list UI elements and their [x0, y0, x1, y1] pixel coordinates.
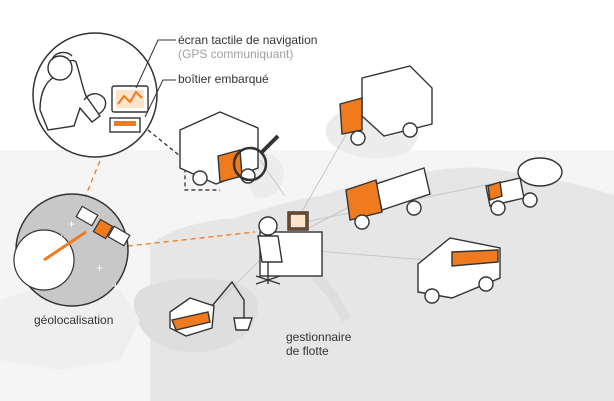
link-dashed: [147, 129, 220, 191]
dump-truck-icon: [345, 167, 431, 230]
magnifier-icon: [232, 134, 280, 182]
pointer-touchscreen: [135, 39, 176, 89]
italy: [312, 272, 350, 322]
navigation-touchscreen-icon: [111, 85, 149, 113]
svg-text:+: +: [68, 217, 75, 231]
delivery-van-icon: [417, 237, 501, 304]
driver-icon: [39, 51, 107, 131]
concrete-mixer-truck-icon: [485, 157, 563, 216]
driver-vignette: [32, 32, 158, 158]
excavator-icon: [169, 280, 253, 337]
svg-text:+: +: [112, 279, 119, 293]
onboard-unit-label: boîtier embarqué: [178, 72, 269, 86]
atlantic-coast: [0, 280, 140, 370]
fleet-manager-icon: [255, 211, 323, 285]
geolocation-label: géolocalisation: [34, 313, 114, 327]
fleet-manager-sublabel: de flotte: [286, 344, 329, 358]
satellite-icon: [75, 205, 131, 247]
touchscreen-label: écran tactile de navigation: [178, 33, 318, 47]
pointer-onboard-unit: [144, 79, 176, 118]
fleet-manager-label: gestionnaire: [286, 330, 352, 344]
svg-text:+: +: [96, 261, 103, 275]
svg-text:+: +: [58, 231, 65, 245]
touchscreen-sublabel: (GPS communiquant): [178, 47, 294, 61]
onboard-unit-icon: [109, 117, 141, 133]
geolocation-vignette: ++++: [13, 193, 131, 307]
box-truck-icon: [339, 65, 433, 146]
